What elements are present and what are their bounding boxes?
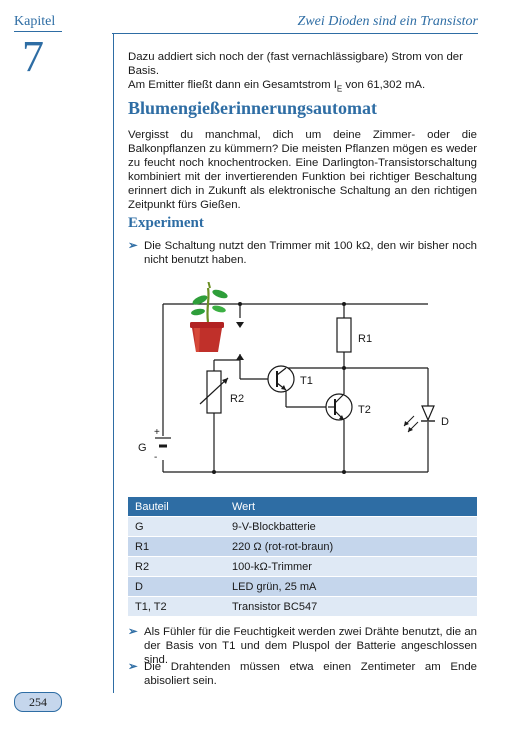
sensor-bullet-text: Als Fühler für die Feuchtigkeit werden z…: [144, 626, 477, 666]
arrow-icon: ➢: [128, 661, 138, 673]
table-cell: Transistor BC547: [225, 596, 477, 616]
intro-line2-pre: Am Emitter fließt dann ein Gesamtstrom I: [128, 79, 337, 91]
parts-table: Bauteil Wert G 9-V-Blockbatterie R1 220 …: [128, 497, 477, 616]
wire-bullet: ➢ Die Drahtenden müssen etwa einen Zenti…: [128, 660, 477, 688]
t2-transistor-symbol: [325, 393, 353, 421]
trimmer-arrow-icon: [222, 378, 228, 384]
table-header-wert: Wert: [225, 497, 477, 517]
chapter-label: Kapitel: [14, 14, 56, 29]
junction-dot: [212, 470, 216, 474]
table-cell: 9-V-Blockbatterie: [225, 516, 477, 537]
experiment-bullet-text: Die Schaltung nutzt den Trimmer mit 100 …: [144, 240, 477, 266]
label-t2: T2: [358, 404, 371, 416]
trimmer-arrow-line: [199, 377, 229, 405]
table-cell: 220 Ω (rot-rot-braun): [225, 536, 477, 557]
intro-line2-post: von 61,302 mA.: [342, 79, 426, 91]
arrow-icon: ➢: [128, 240, 138, 252]
table-cell: R2: [128, 556, 225, 577]
margin-rule: [113, 33, 114, 693]
junction-dot: [238, 302, 242, 306]
label-r1: R1: [358, 333, 372, 345]
section-title: Blumengießerinnerungsautomat: [128, 98, 378, 118]
header-rule: [112, 33, 478, 34]
t1-transistor-symbol: [267, 365, 295, 393]
table-cell: D: [128, 576, 225, 597]
sensor-bullet: ➢ Als Fühler für die Feuchtigkeit werden…: [128, 625, 477, 667]
intro-paragraph: Dazu addiert sich noch der (fast vernach…: [128, 50, 477, 96]
table-cell: T1, T2: [128, 596, 225, 616]
page-number: 254: [14, 692, 62, 712]
junction-dot: [342, 366, 346, 370]
table-cell: G: [128, 516, 225, 537]
running-title: Zwei Dioden sind ein Transistor: [297, 14, 478, 29]
label-r2: R2: [230, 393, 244, 405]
section-paragraph: Vergisst du manchmal, dich um deine Zimm…: [128, 129, 477, 211]
sensor-arrow-up-icon: [236, 354, 244, 360]
led-diode-symbol: [403, 405, 435, 433]
label-t1: T1: [300, 375, 313, 387]
intro-line2-sub: E: [336, 84, 343, 94]
battery-plus-label: +: [154, 427, 160, 438]
plant-pot-icon: [190, 282, 228, 352]
arrow-icon: ➢: [128, 626, 138, 638]
experiment-title: Experiment: [128, 215, 204, 231]
battery-minus-label: -: [154, 452, 157, 463]
table-row: T1, T2 Transistor BC547: [128, 596, 477, 616]
table-header-bauteil: Bauteil: [128, 497, 225, 517]
r2-trimmer-symbol: [206, 370, 222, 414]
junction-dot: [342, 470, 346, 474]
chapter-rule: [14, 31, 62, 32]
sensor-arrow-down-icon: [236, 322, 244, 328]
circuit-diagram: R1 R2 T1 T2 D + - G: [138, 282, 449, 474]
chapter-number: 7: [22, 32, 44, 81]
table-row: R2 100-kΩ-Trimmer: [128, 556, 477, 577]
label-g: G: [138, 442, 147, 454]
table-cell: R1: [128, 536, 225, 557]
junction-dot: [342, 302, 346, 306]
label-d: D: [441, 416, 449, 428]
table-row: R1 220 Ω (rot-rot-braun): [128, 536, 477, 557]
table-header-row: Bauteil Wert: [128, 497, 477, 517]
table-cell: 100-kΩ-Trimmer: [225, 556, 477, 577]
wire-bullet-text: Die Drahtenden müssen etwa einen Zentime…: [144, 661, 477, 687]
table-cell: LED grün, 25 mA: [225, 576, 477, 597]
battery-symbol: [155, 437, 171, 448]
table-row: D LED grün, 25 mA: [128, 576, 477, 597]
circuit-wires: [162, 303, 429, 473]
r1-resistor-symbol: [336, 317, 352, 353]
table-row: G 9-V-Blockbatterie: [128, 516, 477, 537]
experiment-bullet: ➢ Die Schaltung nutzt den Trimmer mit 10…: [128, 239, 477, 267]
intro-line1: Dazu addiert sich noch der (fast vernach…: [128, 51, 463, 77]
